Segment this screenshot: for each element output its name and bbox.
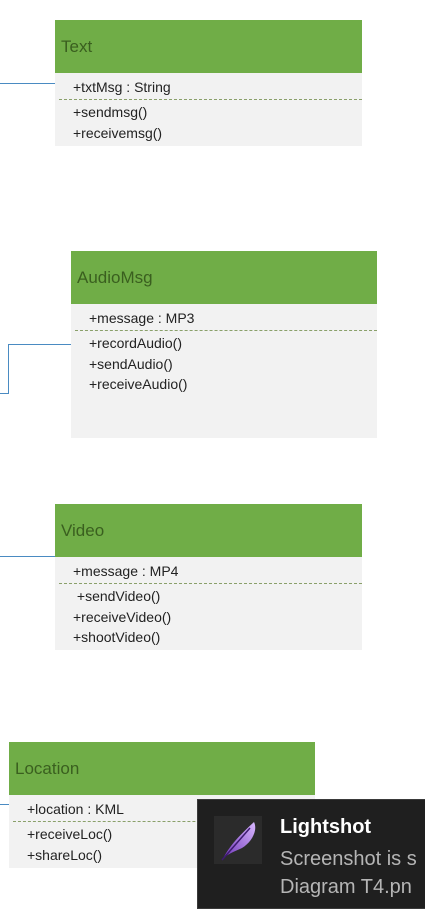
connector-location xyxy=(0,804,10,805)
class-text-methods: +sendmsg() +receivemsg() xyxy=(55,100,362,143)
method: +receivemsg() xyxy=(73,124,163,141)
class-location-methods: +receiveLoc() +shareLoc() xyxy=(9,822,315,865)
method: +receiveLoc() xyxy=(27,826,113,842)
class-text-attributes: +txtMsg : String xyxy=(55,73,362,99)
attribute: +txtMsg : String xyxy=(73,79,171,95)
connector-audio-horizontal-top xyxy=(8,344,71,345)
class-text-divider xyxy=(59,99,362,100)
class-video-divider xyxy=(59,583,362,584)
method: +receiveAudio() xyxy=(89,376,188,392)
attribute: +message : MP3 xyxy=(89,310,195,326)
class-text: Text +txtMsg : String +sendmsg() +receiv… xyxy=(55,20,362,146)
method: +shareLoc() xyxy=(27,846,103,863)
toast-title: Lightshot xyxy=(280,816,372,838)
connector-audio-horizontal-bottom xyxy=(0,393,9,394)
feather-icon xyxy=(214,816,262,864)
method: +sendAudio() xyxy=(89,355,173,372)
class-audiomsg-attributes: +message : MP3 xyxy=(71,304,377,330)
class-audiomsg-methods: +recordAudio() +sendAudio() +receiveAudi… xyxy=(71,331,377,395)
method: +recordAudio() xyxy=(89,335,182,351)
method: +sendmsg() xyxy=(73,104,148,120)
connector-video xyxy=(0,556,56,557)
class-location-attributes: +location : KML xyxy=(9,795,315,821)
connector-text xyxy=(0,83,56,84)
class-audiomsg-divider xyxy=(75,330,377,331)
lightshot-toast[interactable]: Lightshot Screenshot is s Diagram T4.pn xyxy=(197,799,425,909)
class-video-attributes: +message : MP4 xyxy=(55,557,362,583)
attribute: +location : KML xyxy=(27,801,124,817)
connector-audio-vertical xyxy=(8,344,9,394)
class-text-name: Text xyxy=(55,20,362,73)
toast-message-line-2: Diagram T4.pn xyxy=(280,876,412,898)
class-video-name: Video xyxy=(55,504,362,557)
class-video-methods: +sendVideo() +receiveVideo() +shootVideo… xyxy=(55,584,362,648)
class-location-name: Location xyxy=(9,742,315,795)
class-location-divider xyxy=(13,821,315,822)
attribute: +message : MP4 xyxy=(73,563,179,579)
class-audiomsg: AudioMsg +message : MP3 +recordAudio() +… xyxy=(71,251,377,438)
class-video: Video +message : MP4 +sendVideo() +recei… xyxy=(55,504,362,650)
toast-message-line-1: Screenshot is s xyxy=(280,848,417,870)
method: +shootVideo() xyxy=(73,629,161,645)
method: +receiveVideo() xyxy=(73,608,172,625)
class-audiomsg-name: AudioMsg xyxy=(71,251,377,304)
method: +sendVideo() xyxy=(73,588,161,604)
